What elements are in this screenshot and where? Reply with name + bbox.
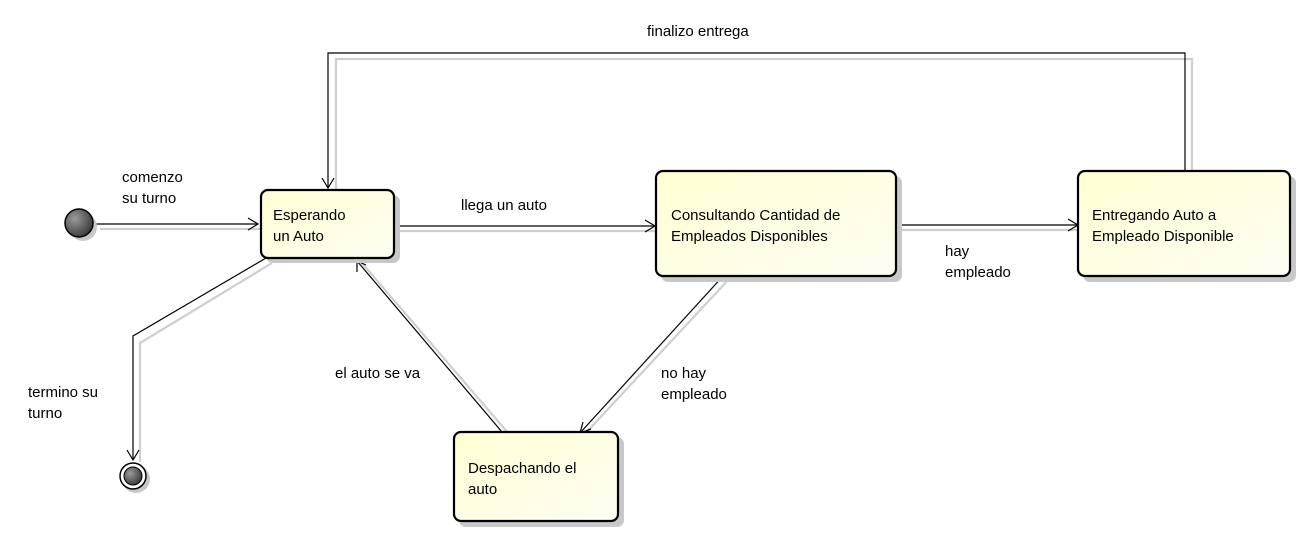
label-el-auto-se-va: el auto se va bbox=[335, 365, 421, 382]
state-despachando[interactable]: Despachando el auto bbox=[452, 430, 624, 527]
final-node bbox=[119, 462, 150, 493]
label-no-hay: no hay bbox=[661, 365, 707, 382]
state-entregando[interactable]: Entregando Auto a Empleado Disponible bbox=[1076, 169, 1296, 282]
label-no-hay-empleado: empleado bbox=[661, 386, 727, 403]
transition-no-hay-empleado bbox=[579, 274, 725, 434]
state-label: Despachando el bbox=[468, 460, 576, 477]
state-label: Empleado Disponible bbox=[1092, 228, 1234, 245]
label-termino-su: termino su bbox=[28, 384, 98, 401]
state-consultando[interactable]: Consultando Cantidad de Empleados Dispon… bbox=[654, 169, 902, 282]
label-turno: turno bbox=[28, 405, 62, 422]
label-su-turno: su turno bbox=[122, 190, 176, 207]
state-esperando-un-auto[interactable]: Esperando un Auto bbox=[259, 188, 400, 263]
state-label: Empleados Disponibles bbox=[671, 228, 828, 245]
transition-el-auto-se-va bbox=[356, 260, 503, 433]
label-llega-un-auto: llega un auto bbox=[461, 197, 547, 214]
state-label: Consultando Cantidad de bbox=[671, 207, 840, 224]
label-hay-empleado: empleado bbox=[945, 264, 1011, 281]
transition-comenzo bbox=[96, 217, 260, 231]
initial-node bbox=[64, 208, 97, 241]
state-label: Entregando Auto a bbox=[1092, 207, 1217, 224]
transition-termino-su-turno bbox=[126, 257, 267, 462]
label-hay: hay bbox=[945, 243, 970, 260]
label-comenzo: comenzo bbox=[122, 169, 183, 186]
state-label: un Auto bbox=[273, 228, 324, 245]
transition-finalizo-entrega bbox=[321, 52, 1186, 190]
label-finalizo-entrega: finalizo entrega bbox=[647, 23, 749, 40]
state-label: auto bbox=[468, 481, 497, 498]
state-label: Esperando bbox=[273, 207, 346, 224]
edge-shadows bbox=[100, 57, 1194, 462]
